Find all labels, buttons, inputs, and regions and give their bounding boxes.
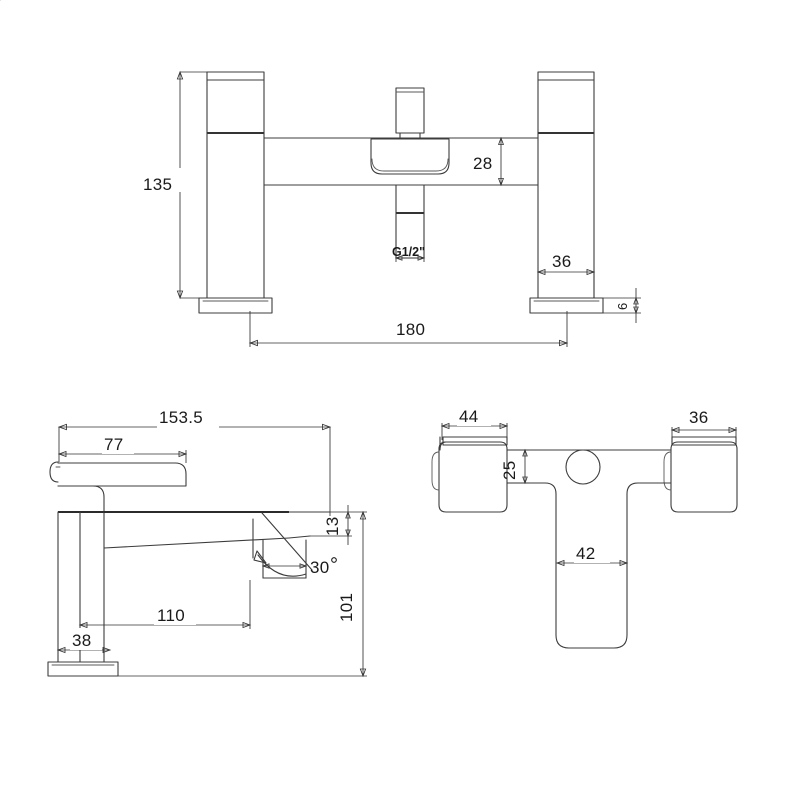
- dim-base-thickness-6: 6: [603, 288, 641, 323]
- dim-total-reach-1535: 153.5: [57, 404, 332, 516]
- mounting-hole-icon: [565, 449, 601, 485]
- dim-label-36: 36: [552, 252, 572, 271]
- dim-total-height-101: 101: [118, 510, 367, 678]
- dim-label-6: 6: [615, 303, 630, 310]
- dim-spout-tip-13: 13: [310, 505, 352, 545]
- dim-label-44: 44: [459, 407, 479, 426]
- dim-label-13: 13: [323, 516, 342, 536]
- dim-thread-g12: G1/2": [392, 240, 426, 262]
- dim-body-width-38: 38: [56, 628, 112, 654]
- dim-label-180: 180: [396, 320, 425, 339]
- dim-label-42: 42: [576, 544, 596, 563]
- dim-label-28: 28: [473, 154, 493, 173]
- dim-pillar-width-36: 36: [536, 249, 596, 298]
- dim-spout-height-28: 28: [472, 136, 505, 187]
- dim-centres-180: 180: [248, 311, 569, 347]
- dim-pillar-depth-36: 36: [670, 404, 738, 442]
- dim-label-thread: G1/2": [392, 245, 425, 259]
- degree-symbol-icon: [331, 557, 337, 563]
- dim-bridge-depth-25: 25: [500, 448, 529, 485]
- plan-view: 44 36 25 42: [431, 403, 738, 649]
- lever-handle: [49, 461, 187, 513]
- dim-height-135: 135: [141, 70, 207, 300]
- plan-right-pillar: [663, 436, 738, 513]
- diverter-assembly: [370, 87, 450, 175]
- dim-label-153-5: 153.5: [159, 408, 203, 427]
- spout-body: [0, 0, 331, 579]
- front-elevation-view: 135 28 36 6: [141, 70, 641, 347]
- dim-label-101: 101: [337, 593, 356, 622]
- dim-handle-width-44: 44: [440, 403, 509, 440]
- plan-bridge-spout: [506, 449, 672, 649]
- dim-spout-reach-110: 110: [78, 580, 252, 629]
- side-elevation-view: 153.5 77 13 30: [0, 0, 367, 678]
- dim-label-77: 77: [104, 435, 124, 454]
- dim-label-38: 38: [72, 631, 92, 650]
- left-pillar: [198, 71, 273, 314]
- dim-angle-30: 30: [310, 557, 337, 577]
- dim-lever-reach-77: 77: [57, 432, 188, 463]
- dim-label-36-plan: 36: [689, 408, 709, 427]
- dim-spout-width-42: 42: [555, 540, 629, 567]
- dim-label-110: 110: [157, 606, 185, 625]
- body-column: [47, 511, 119, 677]
- dim-label-135: 135: [143, 175, 172, 194]
- plan-left-handle: [431, 436, 508, 513]
- right-pillar: [529, 71, 604, 314]
- dim-label-30: 30: [310, 558, 330, 577]
- dim-label-25: 25: [500, 460, 519, 480]
